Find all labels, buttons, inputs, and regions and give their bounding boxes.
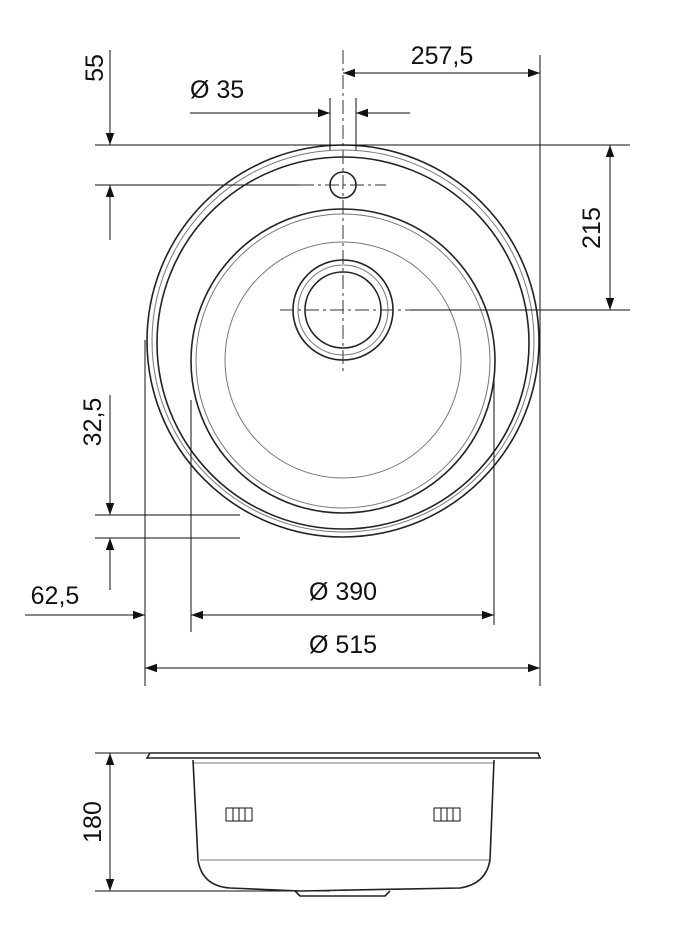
extension-lines bbox=[95, 55, 630, 892]
dim-tap-hole-diameter: Ø 35 bbox=[190, 76, 244, 104]
dim-drain-offset-x: 257,5 bbox=[411, 42, 474, 70]
clip-right-icon bbox=[433, 807, 461, 822]
bowl-bottom bbox=[224, 241, 462, 479]
dim-depth: 180 bbox=[79, 801, 107, 843]
dim-outer-diameter: Ø 515 bbox=[309, 631, 377, 659]
dim-rim-width: 32,5 bbox=[79, 398, 107, 447]
dim-drain-offset-y: 215 bbox=[578, 207, 606, 249]
clip-left-icon bbox=[225, 807, 253, 822]
side-view bbox=[145, 752, 542, 897]
dimension-lines bbox=[25, 50, 615, 891]
side-bowl bbox=[192, 759, 495, 892]
dim-bowl-diameter: Ø 390 bbox=[309, 578, 377, 606]
dim-side-margin: 62,5 bbox=[31, 582, 80, 610]
top-view bbox=[146, 50, 540, 538]
side-rim bbox=[145, 752, 542, 759]
dim-tap-offset: 55 bbox=[81, 54, 109, 82]
